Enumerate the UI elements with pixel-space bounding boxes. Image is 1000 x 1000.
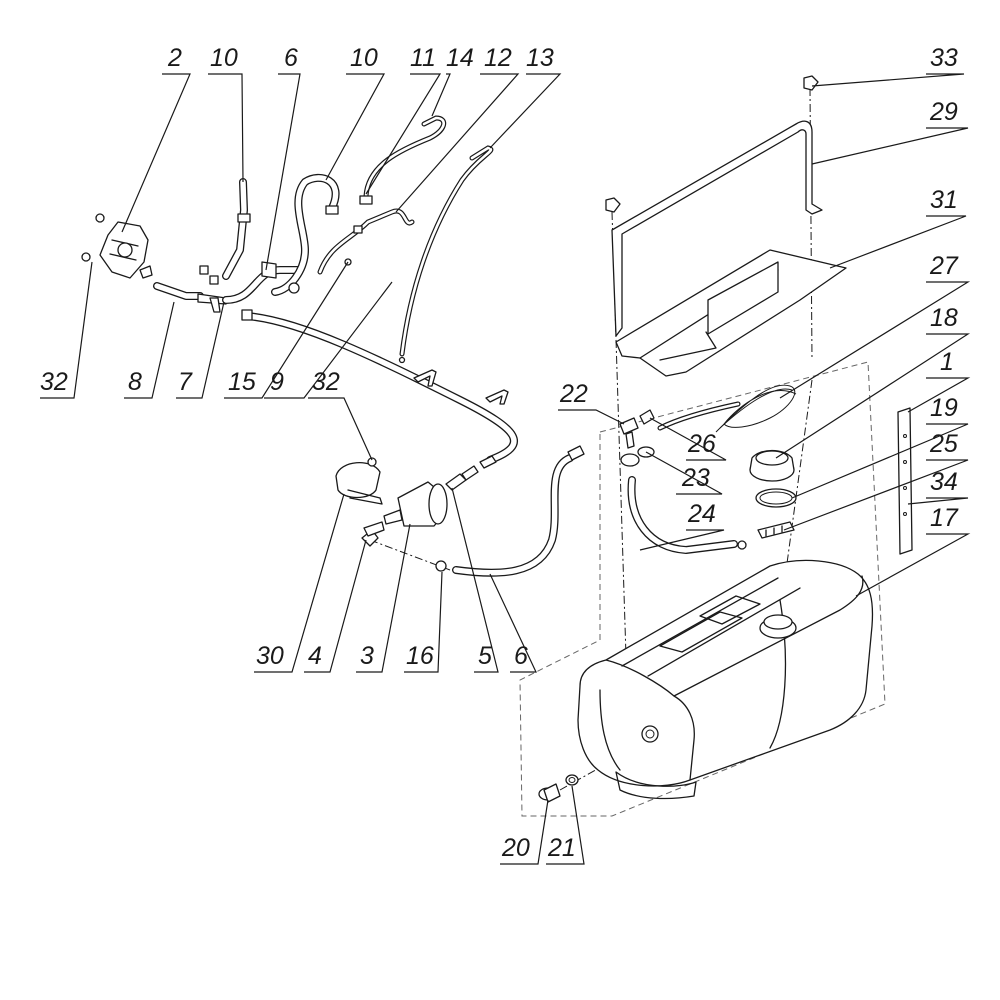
callout-29: 29 — [929, 98, 958, 126]
callout-34: 34 — [930, 468, 958, 496]
callout-21: 21 — [547, 834, 576, 862]
callout-14: 14 — [446, 44, 474, 72]
callout-26: 26 — [687, 430, 716, 458]
fuel-line-12 — [317, 208, 415, 275]
hose-24 — [627, 476, 747, 554]
callout-20: 20 — [501, 834, 530, 862]
callout-30: 30 — [256, 642, 284, 670]
tank-strap-29 — [611, 120, 823, 337]
callout-17: 17 — [930, 504, 959, 532]
callout-31: 31 — [930, 186, 958, 214]
hose-8 — [153, 282, 204, 300]
callout-16: 16 — [406, 642, 434, 670]
callout-3: 3 — [360, 642, 374, 670]
callout-10-middle: 10 — [350, 44, 378, 72]
callout-13: 13 — [526, 44, 554, 72]
fuel-line-13 — [398, 145, 494, 364]
leader-lines — [40, 73, 971, 865]
callout-11: 11 — [410, 44, 436, 72]
nut-strap — [605, 197, 621, 213]
fuel-line-14 — [359, 115, 447, 205]
fitting-26 — [639, 409, 655, 425]
callout-23: 23 — [681, 464, 710, 492]
callout-22: 22 — [559, 380, 588, 408]
callout-18: 18 — [930, 304, 958, 332]
washer-21 — [565, 774, 579, 786]
callout-5: 5 — [478, 642, 492, 670]
drain-plug-20 — [538, 783, 561, 803]
fitting-5 — [445, 455, 497, 491]
outlet-fitting-22 — [619, 417, 639, 449]
callout-10-left: 10 — [210, 44, 238, 72]
filler-cap-18 — [749, 449, 795, 482]
hose-10-left — [222, 178, 251, 280]
clamp-16 — [435, 560, 447, 572]
fuel-tank-17 — [577, 559, 874, 800]
nut-33 — [803, 75, 819, 91]
callout-2: 2 — [167, 44, 182, 72]
callout-4: 4 — [308, 642, 322, 670]
callout-12: 12 — [484, 44, 512, 72]
callout-1: 1 — [940, 348, 954, 376]
fuel-pump — [81, 213, 153, 279]
rubber-strip-1 — [897, 407, 913, 555]
callout-labels: 2 10 6 10 11 14 12 13 33 29 31 27 18 1 1… — [40, 44, 959, 862]
seal-ring-19 — [755, 488, 797, 508]
callout-24: 24 — [687, 500, 716, 528]
hose-6-lower — [452, 445, 585, 577]
callout-7: 7 — [178, 368, 193, 396]
callout-19: 19 — [930, 394, 958, 422]
callout-33: 33 — [930, 44, 958, 72]
hose-26 — [657, 401, 741, 431]
callout-6-lower: 6 — [514, 642, 528, 670]
hose-9 — [241, 309, 518, 464]
strainer-25 — [757, 521, 795, 539]
tank-envelope-dashed — [519, 361, 886, 817]
washer-23 — [620, 446, 655, 467]
callout-15: 15 — [228, 368, 256, 396]
hose-6-upper — [222, 261, 302, 304]
tee-fitting-7 — [197, 265, 227, 313]
fuel-filter-3 — [383, 481, 448, 527]
callout-25: 25 — [929, 430, 958, 458]
callout-27: 27 — [929, 252, 959, 280]
callout-32-left: 32 — [40, 368, 68, 396]
callout-9: 9 — [270, 368, 284, 396]
filter-bracket-30 — [335, 457, 383, 505]
callout-6-upper: 6 — [284, 44, 298, 72]
floor-clips — [413, 369, 509, 405]
hose-10-middle — [271, 174, 340, 296]
callout-8: 8 — [128, 368, 142, 396]
mounting-bracket-31 — [615, 249, 847, 377]
wire-harness-27 — [715, 384, 797, 433]
callout-32-filter: 32 — [312, 368, 340, 396]
